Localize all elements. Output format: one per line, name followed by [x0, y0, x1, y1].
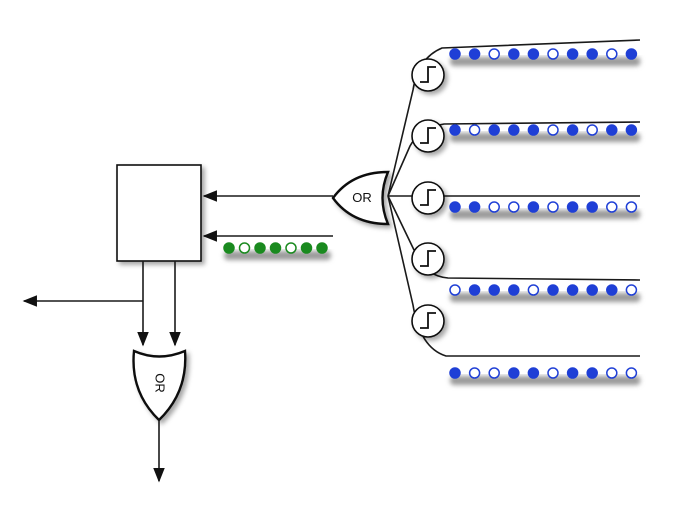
green-spike-train-dot	[300, 242, 313, 254]
green-spike-train-dot	[223, 242, 235, 254]
spike-train-5-dot	[586, 367, 598, 379]
spike-train-2-dot	[508, 124, 520, 136]
step-function-icon	[420, 127, 436, 144]
spike-train-4-dot	[586, 284, 598, 296]
spike-train-3-dot	[547, 201, 559, 213]
blue-spike-trains	[449, 48, 641, 385]
step-function-icon	[420, 250, 436, 267]
spike-train-2-dot	[625, 124, 638, 136]
step-detector-5	[411, 304, 445, 338]
spike-train-5-dot	[488, 367, 500, 379]
spike-train-5-dot	[547, 367, 559, 379]
step-detector-3	[411, 181, 445, 215]
spike-train-2-dot	[606, 124, 618, 136]
green-spike-train-dot	[316, 242, 328, 254]
spike-train-3-dot	[488, 201, 500, 213]
spike-train-5-dot	[606, 367, 618, 379]
spike-train-5-dot	[449, 367, 461, 379]
spike-train-4-dot	[449, 284, 461, 296]
spike-train-2-dot	[468, 124, 481, 136]
step-detector-2	[411, 119, 445, 153]
spike-train-3-dot	[586, 201, 598, 213]
spike-train-2-dot	[566, 124, 579, 136]
spike-train-3-dot	[566, 201, 579, 213]
spike-train-2-dot	[586, 124, 598, 136]
spike-train-1-dot	[527, 48, 540, 60]
or-gate-main-label: OR	[352, 190, 372, 205]
spike-train-1-dot	[625, 48, 638, 60]
spike-train-4-dot	[468, 284, 481, 296]
spike-train-5-dot	[468, 367, 481, 379]
or-gate-bottom-label: OR	[153, 373, 168, 393]
or-gate-bottom: OR	[132, 349, 187, 422]
spike-train-4-dot	[625, 284, 638, 296]
spike-train-3-dot	[449, 201, 461, 213]
spike-train-1-dot	[488, 48, 500, 60]
spike-train-2-dot	[527, 124, 540, 136]
step-function-icon	[420, 66, 436, 83]
spike-train-1-dot	[449, 48, 461, 60]
spike-train-1-dot	[606, 48, 618, 60]
spike-train-5-dot	[508, 367, 520, 379]
spike-train-5-dot	[625, 367, 638, 379]
spike-train-1-dot	[547, 48, 559, 60]
step-function-icon	[420, 189, 436, 206]
spike-train-1-dot	[586, 48, 598, 60]
green-spike-train	[223, 242, 331, 260]
spike-train-4-dot	[547, 284, 559, 296]
spike-train-1-dot	[508, 48, 520, 60]
spike-train-1-dot	[566, 48, 579, 60]
green-spike-train-dot	[269, 242, 282, 254]
spike-train-4-dot	[527, 284, 540, 296]
spike-train-2-dot	[449, 124, 461, 136]
spike-train-3-dot	[625, 201, 638, 213]
spike-train-5-dot	[566, 367, 579, 379]
spike-train-4-dot	[566, 284, 579, 296]
spike-train-4-dot	[508, 284, 520, 296]
spike-train-3-dot	[508, 201, 520, 213]
step-detector-1	[411, 58, 445, 92]
spike-train-3-dot	[606, 201, 618, 213]
or-gate-main: OR	[331, 170, 390, 226]
step-detector-4	[411, 242, 445, 276]
green-spike-train-dot	[285, 242, 297, 254]
spike-train-4-dot	[488, 284, 500, 296]
spike-train-3-dot	[468, 201, 481, 213]
spike-train-2-dot	[547, 124, 559, 136]
green-spike-train-dot	[238, 242, 251, 254]
step-function-icon	[420, 312, 436, 329]
spike-train-4-dot	[606, 284, 618, 296]
processing-block	[116, 164, 202, 262]
green-spike-train-dot	[254, 242, 266, 254]
spike-train-5-dot	[527, 367, 540, 379]
spike-train-1-dot	[468, 48, 481, 60]
spike-train-2-dot	[488, 124, 500, 136]
spike-train-3-dot	[527, 201, 540, 213]
